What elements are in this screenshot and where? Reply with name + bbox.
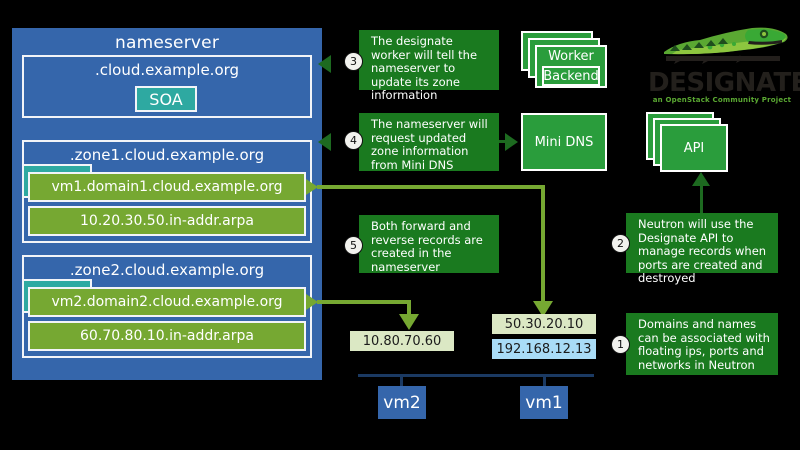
zone1-forward-record: vm1.domain1.cloud.example.org [28,172,306,202]
vm1-floating-ip: 50.30.20.10 [492,314,596,334]
note-4-arrow-left-icon [318,133,331,151]
nameserver-title: nameserver [114,33,220,53]
zone2-reverse-record: 60.70.80.10.in-addr.arpa [28,321,306,351]
note-2-to-api-connector [700,180,703,213]
root-zone-label: .cloud.example.org [94,61,240,79]
note-2-number: 2 [611,234,630,253]
note-3-arrow-icon [318,55,331,73]
zone1-label: .zone1.cloud.example.org [69,146,265,164]
vm2-box: vm2 [378,386,426,419]
zone2-label: .zone2.cloud.example.org [69,261,265,279]
worker-label: Worker [548,49,594,64]
zone2-record-arrow-icon [306,294,318,310]
note-4-number: 4 [344,131,363,150]
logo-tagline: an OpenStack Community Project [652,96,792,104]
vm1-box: vm1 [520,386,568,419]
note-1: Domains and names can be associated with… [626,313,778,375]
crocodile-icon [664,27,788,64]
backend-box: Backend [542,66,600,86]
zone2-forward-record: vm2.domain2.cloud.example.org [28,287,306,317]
note-3: The designate worker will tell the names… [359,30,499,102]
note-1-number: 1 [611,335,630,354]
designate-logo: DESIGNATE an OpenStack Community Project [648,22,800,106]
note-3-number: 3 [344,52,363,71]
zone1-to-vm1-connector-v [541,185,545,303]
api-box: API [660,124,728,172]
soa-record-box: SOA [135,86,197,112]
note-4: The nameserver will request updated zone… [359,113,499,172]
zone2-to-vm2-connector-h [317,300,411,304]
vm1-fixed-ip: 192.168.12.13 [492,339,596,359]
worker-box: Worker Backend [535,45,607,88]
zone1-record-arrow-icon [306,179,318,195]
vm1-network-stub [543,374,546,387]
vm2-floating-ip: 10.80.70.60 [350,331,454,351]
zone1-reverse-record: 10.20.30.50.in-addr.arpa [28,206,306,236]
vm2-network-stub [400,374,403,387]
zone2-to-vm2-connector-v [407,300,411,316]
note-4-arrow-right-icon [505,133,518,151]
zone2-to-vm2-arrow-icon [399,314,419,330]
note-5: Both forward and reverse records are cre… [359,215,499,274]
network-bus [358,374,594,377]
logo-wordmark: DESIGNATE [648,68,800,98]
mini-dns-box: Mini DNS [521,113,607,171]
note-2: Neutron will use the Designate API to ma… [626,213,778,285]
note-5-number: 5 [344,236,363,255]
zone1-to-vm1-connector-h [317,185,545,189]
api-arrow-up-icon [692,172,710,186]
zone1-to-vm1-arrow-icon [533,301,553,317]
